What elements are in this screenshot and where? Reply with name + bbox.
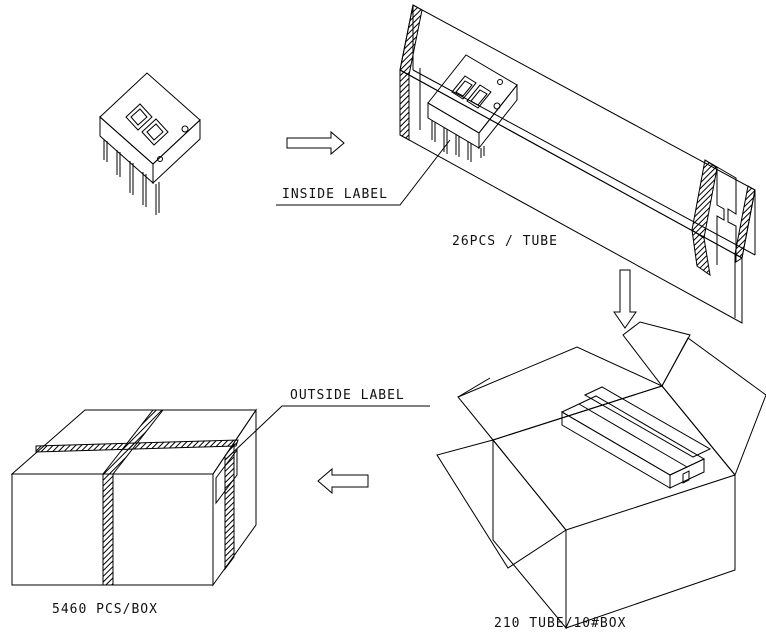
arrow-right-icon (287, 132, 344, 154)
open-carton-drawing (437, 322, 766, 628)
arrow-down-icon (614, 270, 636, 328)
closed-box-drawing (12, 410, 256, 585)
outside-label-text: OUTSIDE LABEL (290, 388, 405, 403)
outside-label-leader (225, 406, 430, 460)
tube-drawing (400, 5, 755, 323)
led-display-component (100, 73, 200, 215)
inside-label-text: INSIDE LABEL (282, 187, 388, 202)
arrow-left-icon (318, 469, 368, 493)
inside-label-leader (276, 140, 450, 205)
carton-quantity-text: 210 TUBE/10#BOX (494, 616, 627, 631)
box-quantity-text: 5460 PCS/BOX (52, 602, 158, 617)
tube-quantity-text: 26PCS / TUBE (452, 234, 558, 249)
